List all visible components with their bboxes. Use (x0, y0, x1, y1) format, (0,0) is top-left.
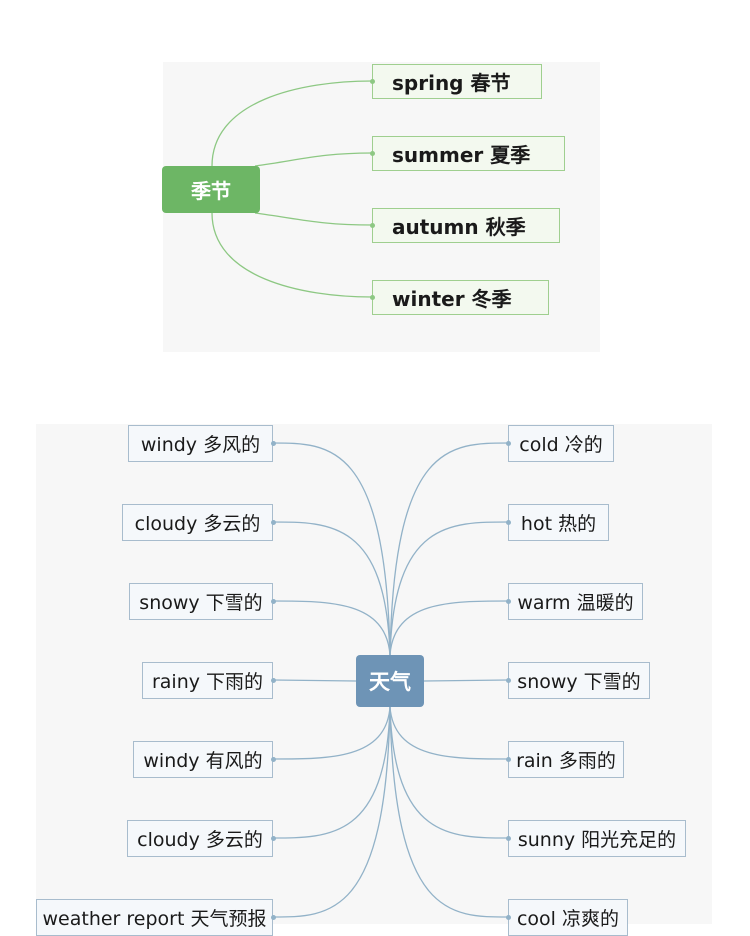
weather-left-connector-6 (272, 706, 391, 839)
season-connector-2 (254, 152, 373, 167)
weather-right-node-1[interactable]: cold 冷的 (508, 425, 614, 462)
season-connector-3 (254, 212, 373, 226)
weather-right-dot-2 (505, 519, 511, 525)
weather-left-node-6[interactable]: cloudy 多云的 (127, 820, 273, 857)
season-connector-dot-3 (369, 222, 375, 228)
weather-left-connector-3 (272, 600, 391, 656)
weather-right-node-6[interactable]: sunny 阳光充足的 (508, 820, 686, 857)
season-node-winter[interactable]: winter 冬季 (372, 280, 549, 315)
weather-right-connector-2 (389, 521, 509, 656)
weather-left-dot-5 (270, 756, 276, 762)
weather-left-node-1[interactable]: windy 多风的 (128, 425, 273, 462)
weather-left-dot-4 (270, 677, 276, 683)
seasons-center-node[interactable]: 季节 (162, 166, 260, 213)
weather-left-dot-2 (270, 519, 276, 525)
weather-left-connector-2 (272, 521, 391, 656)
season-connector-1 (211, 80, 373, 167)
weather-left-node-2[interactable]: cloudy 多云的 (122, 504, 273, 541)
weather-right-dot-4 (505, 677, 511, 683)
weather-right-node-7[interactable]: cool 凉爽的 (508, 899, 628, 936)
weather-left-dot-3 (270, 598, 276, 604)
season-node-spring[interactable]: spring 春节 (372, 64, 542, 99)
weather-right-dot-1 (505, 440, 511, 446)
weather-right-node-4[interactable]: snowy 下雪的 (508, 662, 650, 699)
weather-left-connector-5 (272, 706, 391, 760)
weather-right-dot-3 (505, 598, 511, 604)
weather-left-node-5[interactable]: windy 有风的 (133, 741, 273, 778)
weather-right-connector-1 (389, 442, 509, 656)
weather-right-dot-7 (505, 914, 511, 920)
weather-right-connector-3 (389, 600, 509, 656)
weather-left-connector-4 (272, 679, 357, 682)
weather-left-dot-7 (270, 914, 276, 920)
weather-right-connector-6 (389, 706, 509, 839)
season-connector-dot-1 (369, 78, 375, 84)
weather-right-connector-4 (423, 679, 509, 682)
weather-right-connector-5 (389, 706, 509, 760)
weather-right-node-2[interactable]: hot 热的 (508, 504, 609, 541)
season-connector-dot-4 (369, 294, 375, 300)
weather-right-connector-7 (389, 706, 509, 918)
weather-center-node[interactable]: 天气 (356, 655, 424, 707)
weather-left-connector-7 (272, 706, 391, 918)
season-connector-4 (211, 212, 373, 298)
weather-left-node-3[interactable]: snowy 下雪的 (129, 583, 273, 620)
weather-left-node-7[interactable]: weather report 天气预报 (36, 899, 273, 936)
season-connector-dot-2 (369, 150, 375, 156)
weather-right-node-5[interactable]: rain 多雨的 (508, 741, 624, 778)
season-node-summer[interactable]: summer 夏季 (372, 136, 565, 171)
weather-right-node-3[interactable]: warm 温暖的 (508, 583, 643, 620)
weather-left-dot-6 (270, 835, 276, 841)
season-node-autumn[interactable]: autumn 秋季 (372, 208, 560, 243)
weather-right-dot-5 (505, 756, 511, 762)
weather-left-node-4[interactable]: rainy 下雨的 (142, 662, 273, 699)
weather-right-dot-6 (505, 835, 511, 841)
weather-left-dot-1 (270, 440, 276, 446)
weather-left-connector-1 (272, 442, 391, 656)
